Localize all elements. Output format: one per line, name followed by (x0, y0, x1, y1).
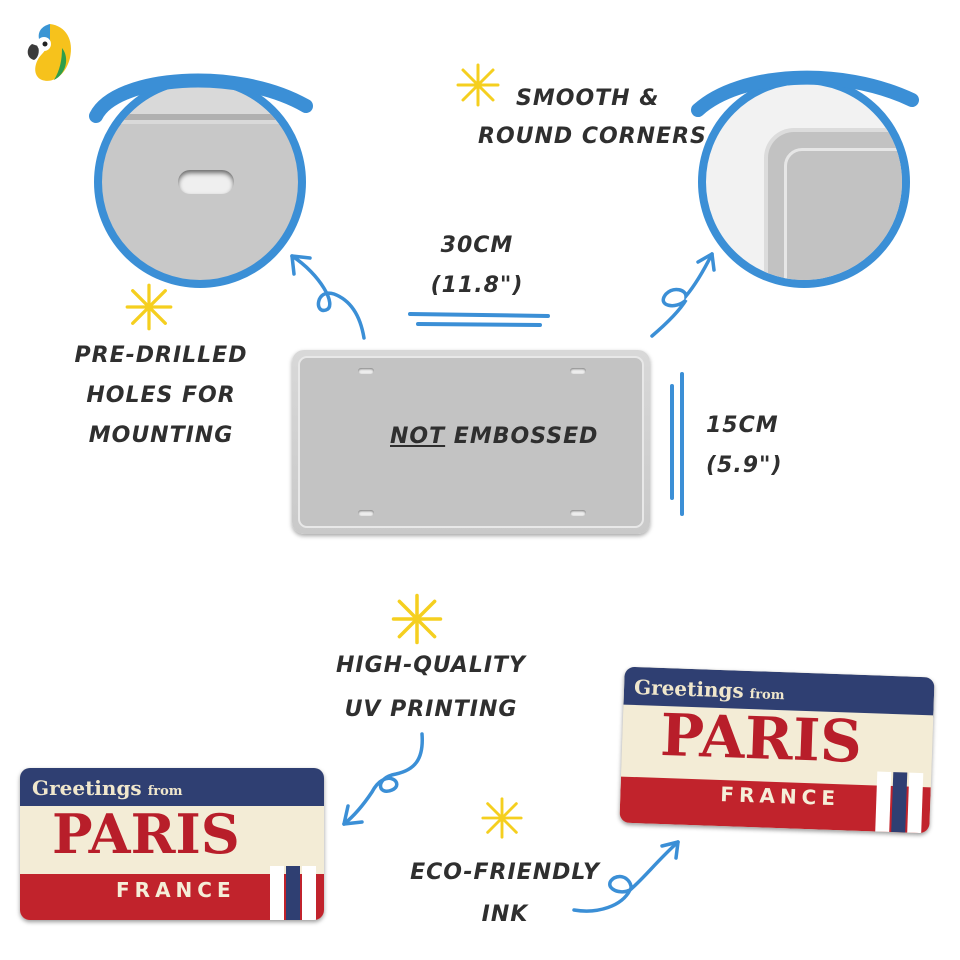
plate-city: PARIS (659, 700, 864, 776)
height-label: 15cm (5.9") (706, 413, 783, 478)
zoom-circle-corner (698, 76, 910, 288)
arrow-to-corner (650, 252, 716, 338)
sparkle-icon (125, 283, 173, 331)
mounting-hole (358, 368, 374, 374)
corners-label: Smooth & Round Corners (478, 86, 707, 149)
sparkle-icon (456, 63, 500, 107)
plate-city: PARIS (52, 802, 240, 866)
width-dimension-line (408, 312, 550, 327)
mounting-hole (358, 510, 374, 516)
width-label: 30cm (11.8") (430, 233, 524, 298)
circle-swoosh-right (691, 70, 919, 117)
plate-country: FRANCE (116, 878, 236, 902)
sparkle-icon (391, 593, 443, 645)
printing-label: High-quality UV printing (336, 653, 526, 722)
zoom-circle-holes (94, 76, 306, 288)
mounting-hole (570, 368, 586, 374)
arrow-to-right-plate (572, 840, 680, 913)
height-dimension-line (670, 372, 684, 516)
holes-label: Pre-drilled holes for mounting (74, 343, 248, 448)
plate-country: FRANCE (720, 782, 841, 811)
mounting-hole (570, 510, 586, 516)
not-embossed-label: Not Embossed (390, 424, 599, 449)
arrow-to-holes (290, 254, 366, 340)
mounting-hole (178, 170, 234, 194)
blank-license-plate: Not Embossed (292, 350, 650, 534)
parrot-logo-icon (20, 18, 82, 88)
sparkle-icon (481, 797, 523, 839)
eco-label: Eco-friendly ink (410, 860, 600, 927)
arrow-to-left-plate (342, 732, 424, 826)
circle-swoosh-left (89, 73, 313, 123)
